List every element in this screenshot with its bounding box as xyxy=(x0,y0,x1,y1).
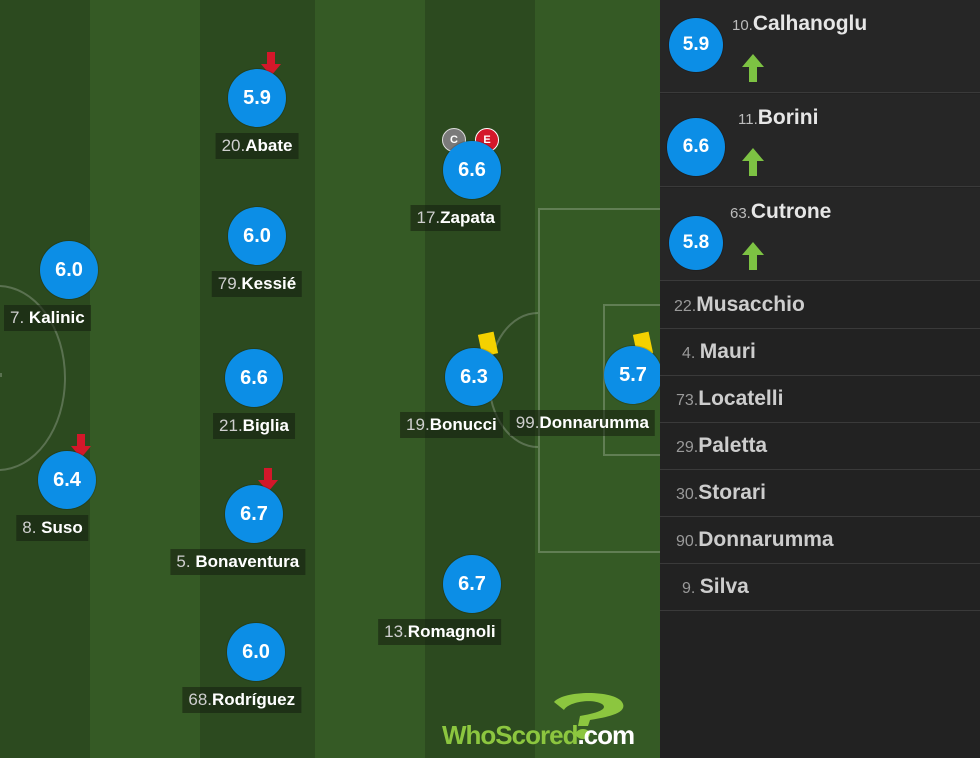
substituted-on-arrow-icon xyxy=(742,148,764,176)
bench-player-name: 22.Musacchio xyxy=(674,293,805,316)
bench-player-name: 73.Locatelli xyxy=(676,387,784,410)
player-name-label: 19.Bonucci xyxy=(400,412,503,438)
player-rating: 6.6 xyxy=(667,118,725,176)
player-rating: 6.0 xyxy=(227,623,285,681)
bench-player-name: 29.Paletta xyxy=(676,434,768,457)
player-name-label: 13.Romagnoli xyxy=(378,619,502,645)
player-rating: 5.9 xyxy=(669,18,723,72)
bench-row[interactable]: 30.Storari xyxy=(660,470,980,517)
substitute-name: 11.Borini xyxy=(738,106,819,129)
substitute-name: 63.Cutrone xyxy=(730,200,832,223)
player-name-label: 7. Kalinic xyxy=(4,305,91,331)
halfway-dot xyxy=(0,373,2,377)
player-name-label: 99.Donnarumma xyxy=(509,410,655,436)
whoscored-logo-icon xyxy=(554,693,624,739)
substitutes-panel: 5.9 10.Calhanoglu 6.6 11.Borini 5.8 63.C… xyxy=(660,0,980,758)
player-rating: 5.7 xyxy=(604,346,662,404)
player-name-label: 5. Bonaventura xyxy=(170,549,306,575)
player-name-label: 8. Suso xyxy=(16,515,89,541)
bench-row[interactable]: 4. Mauri xyxy=(660,329,980,376)
player-rating: 6.7 xyxy=(225,485,283,543)
logo-text-com: .com xyxy=(577,720,635,750)
substitute-row[interactable]: 5.9 10.Calhanoglu xyxy=(660,0,980,93)
pitch: 5.9 20.Abate 6.0 79.Kessié 6.6 21.Biglia… xyxy=(0,0,683,758)
bench-player-name: 90.Donnarumma xyxy=(676,528,834,551)
player-rating: 5.8 xyxy=(669,216,723,270)
substituted-on-arrow-icon xyxy=(742,242,764,270)
bench-player-name: 30.Storari xyxy=(676,481,766,504)
whoscored-logo: WhoScored.com xyxy=(442,692,652,752)
player-rating: 6.6 xyxy=(443,141,501,199)
player-name-label: 68.Rodríguez xyxy=(182,687,302,713)
player-rating: 6.6 xyxy=(225,349,283,407)
player-rating: 6.7 xyxy=(443,555,501,613)
substituted-on-arrow-icon xyxy=(742,54,764,82)
logo-text-who: WhoScored xyxy=(442,720,578,750)
player-rating: 6.3 xyxy=(445,348,503,406)
bench-row[interactable]: 22.Musacchio xyxy=(660,282,980,329)
bench-player-name: 9. Silva xyxy=(682,575,749,598)
bench-player-name: 4. Mauri xyxy=(682,340,756,363)
substitute-row[interactable]: 6.6 11.Borini xyxy=(660,94,980,187)
bench-row[interactable]: 29.Paletta xyxy=(660,423,980,470)
player-name-label: 79.Kessié xyxy=(211,271,303,297)
substitute-row[interactable]: 5.8 63.Cutrone xyxy=(660,188,980,281)
player-name-label: 17.Zapata xyxy=(410,205,501,231)
bench-row[interactable]: 73.Locatelli xyxy=(660,376,980,423)
substitute-name: 10.Calhanoglu xyxy=(732,12,868,35)
player-rating: 6.0 xyxy=(228,207,286,265)
player-rating: 5.9 xyxy=(228,69,286,127)
bench-row[interactable]: 90.Donnarumma xyxy=(660,517,980,564)
player-name-label: 21.Biglia xyxy=(213,413,295,439)
player-rating: 6.4 xyxy=(38,451,96,509)
player-name-label: 20.Abate xyxy=(215,133,299,159)
player-rating: 6.0 xyxy=(40,241,98,299)
bench-row[interactable]: 9. Silva xyxy=(660,564,980,611)
